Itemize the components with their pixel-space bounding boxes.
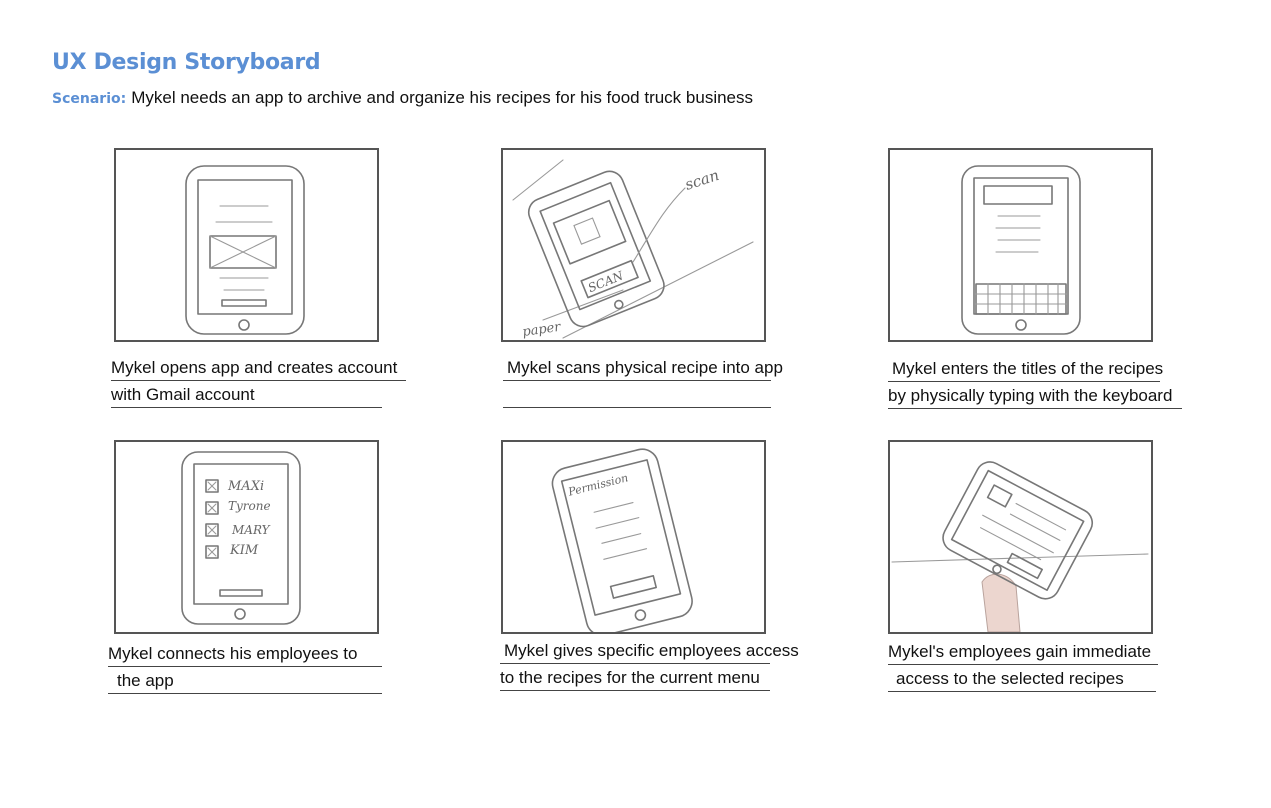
permission-screen-sketch: Permission xyxy=(551,448,693,632)
storyboard-panel-1 xyxy=(114,148,379,342)
panel-5-caption: Mykel gives specific employees access to… xyxy=(500,637,830,691)
caption-line: to the recipes for the current menu xyxy=(500,664,770,691)
caption-line: Mykel gives specific employees access xyxy=(500,637,799,664)
panel-1-caption: Mykel opens app and creates account with… xyxy=(111,354,441,408)
scenario-line: Scenario:Mykel needs an app to archive a… xyxy=(52,88,753,108)
employee-name: KIM xyxy=(229,543,259,558)
caption-line: access to the selected recipes xyxy=(888,665,1156,692)
employee-name: Tyrone xyxy=(228,499,271,513)
caption-line: Mykel opens app and creates account xyxy=(111,354,406,381)
caption-line: the app xyxy=(108,667,382,694)
caption-line: Mykel's employees gain immediate xyxy=(888,638,1158,665)
storyboard-panel-2: SCAN scan paper xyxy=(501,148,766,342)
storyboard-panel-6 xyxy=(888,440,1153,634)
employee-name: MAXi xyxy=(227,479,264,494)
caption-line: Mykel enters the titles of the recipes xyxy=(888,355,1163,382)
scenario-text: Mykel needs an app to archive and organi… xyxy=(131,88,754,107)
login-screen-sketch xyxy=(185,165,305,335)
permission-annotation: Permission xyxy=(566,471,629,499)
employee-name: MARY xyxy=(231,523,271,537)
employee-checklist-sketch: MAXi Tyrone MARY KIM xyxy=(181,451,301,625)
caption-line: Mykel scans physical recipe into app xyxy=(503,354,783,381)
panel-2-caption: Mykel scans physical recipe into app xyxy=(503,354,833,408)
hand-holding-phone-sketch xyxy=(891,461,1149,632)
keyboard-entry-sketch xyxy=(961,165,1081,335)
storyboard-panel-5: Permission xyxy=(501,440,766,634)
storyboard-panel-3 xyxy=(888,148,1153,342)
panel-4-caption: Mykel connects his employees to the app xyxy=(108,640,438,694)
caption-line: Mykel connects his employees to xyxy=(108,640,382,667)
panel-6-caption: Mykel's employees gain immediate access … xyxy=(888,638,1218,692)
scenario-label: Scenario: xyxy=(52,91,127,107)
paper-annotation: paper xyxy=(521,320,562,340)
page-title: UX Design Storyboard xyxy=(52,50,321,75)
scan-recipe-sketch: SCAN scan paper xyxy=(512,159,754,340)
caption-line: by physically typing with the keyboard xyxy=(888,382,1182,409)
storyboard-panel-4: MAXi Tyrone MARY KIM xyxy=(114,440,379,634)
caption-line: with Gmail account xyxy=(111,381,382,408)
caption-line xyxy=(503,381,771,408)
panel-3-caption: Mykel enters the titles of the recipes b… xyxy=(888,355,1218,409)
scan-annotation: scan xyxy=(683,166,722,194)
